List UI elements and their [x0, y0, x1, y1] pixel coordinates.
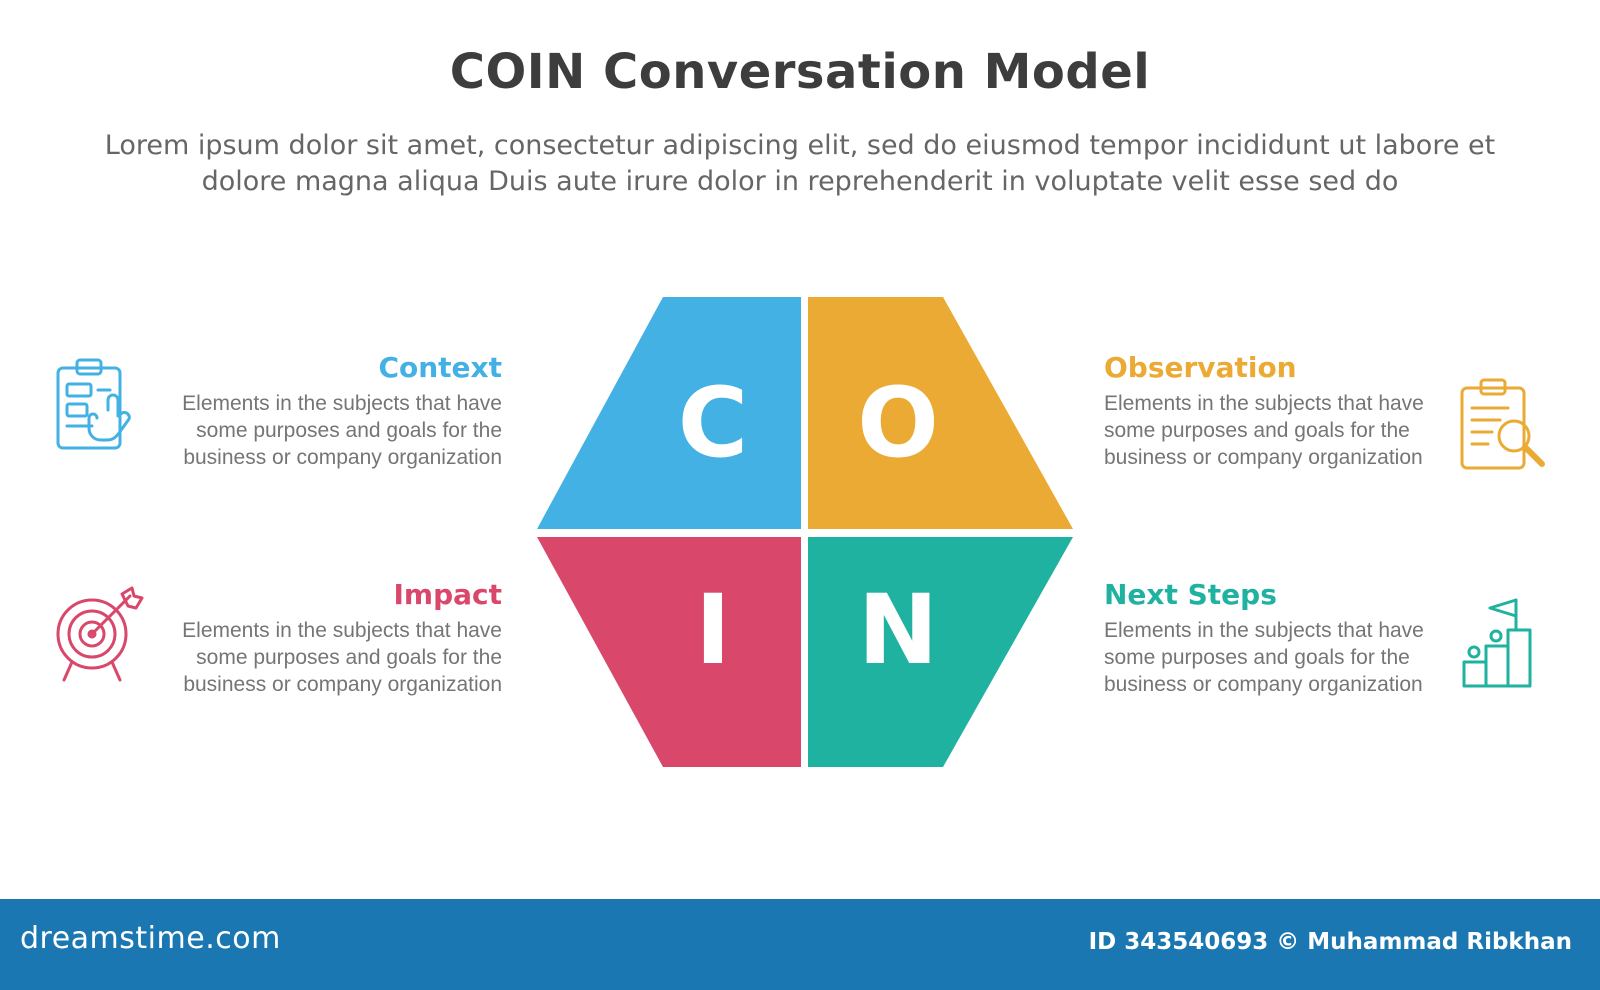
clipboard-hand-icon	[56, 358, 131, 450]
steps-flag-icon	[1462, 598, 1532, 688]
quadrant-i-letter: I	[695, 574, 731, 686]
quadrant-n-letter: N	[858, 574, 938, 686]
observation-description: Elements in the subjects that have some …	[1104, 392, 1424, 469]
quadrant-o-letter: O	[857, 367, 939, 479]
observation-block: Observation Elements in the subjects tha…	[1104, 350, 1444, 471]
observation-heading: Observation	[1104, 351, 1297, 384]
impact-block: Impact Elements in the subjects that hav…	[162, 577, 502, 698]
footer-brand: dreamstime.com	[20, 921, 281, 956]
quadrant-o-shape	[808, 297, 1073, 529]
next-steps-block: Next Steps Elements in the subjects that…	[1104, 577, 1444, 698]
next-steps-heading: Next Steps	[1104, 578, 1277, 611]
quadrant-n-shape	[808, 537, 1073, 767]
context-block: Context Elements in the subjects that ha…	[162, 350, 502, 471]
clipboard-magnifier-icon	[1460, 378, 1545, 470]
target-arrow-icon	[56, 586, 144, 682]
context-heading: Context	[378, 351, 502, 384]
footer-credit: ID 343540693 © Muhammad Ribkhan	[1088, 929, 1572, 955]
impact-heading: Impact	[393, 578, 502, 611]
page-title: COIN Conversation Model	[449, 44, 1151, 100]
impact-description: Elements in the subjects that have some …	[182, 619, 502, 696]
quadrant-i-shape	[537, 537, 801, 767]
quadrant-c-shape	[537, 297, 801, 529]
page-subtitle: Lorem ipsum dolor sit amet, consectetur …	[104, 130, 1496, 197]
next-steps-description: Elements in the subjects that have some …	[1104, 619, 1424, 696]
context-description: Elements in the subjects that have some …	[182, 392, 502, 469]
footer-bar: dreamstime.com ID 343540693 © Muhammad R…	[0, 899, 1600, 990]
quadrant-c-letter: C	[678, 367, 748, 479]
